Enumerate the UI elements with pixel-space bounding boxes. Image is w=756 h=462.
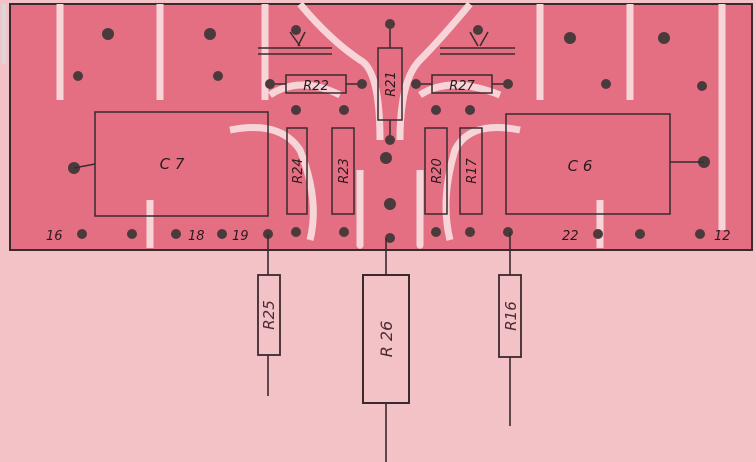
capacitor-c6-outline	[505, 113, 671, 215]
resistor-r23-body	[331, 127, 355, 215]
pin-19-label: 19	[232, 229, 249, 244]
r17-label: R17	[465, 157, 480, 183]
transistor-left	[258, 31, 332, 55]
r25-label: R25	[260, 300, 278, 330]
pin-12-label: 12	[714, 229, 731, 244]
solder-pads	[68, 19, 710, 243]
c6-label: C 6	[568, 157, 593, 175]
resistor-r20-body	[424, 127, 448, 215]
r27-label: R27	[449, 79, 475, 94]
pin-16-label: 16	[46, 229, 63, 244]
r26-label: R 26	[377, 321, 396, 358]
transistor-right	[440, 31, 515, 55]
resistor-r17-body	[459, 127, 483, 215]
scan-edge-mark	[2, 4, 6, 64]
r20-label: R20	[430, 158, 445, 184]
c7-label: C 7	[160, 155, 185, 173]
r23-label: R23	[337, 158, 352, 184]
r22-label: R22	[303, 79, 329, 94]
r21-label: R21	[384, 71, 399, 97]
r24-label: R24	[291, 158, 306, 184]
resistor-r25-body	[257, 274, 281, 356]
pin-22-label: 22	[562, 229, 579, 244]
pin-18-label: 18	[188, 229, 205, 244]
resistor-r24-body	[286, 127, 308, 215]
resistor-r26-body	[362, 274, 410, 404]
r16-label: R16	[502, 301, 520, 331]
